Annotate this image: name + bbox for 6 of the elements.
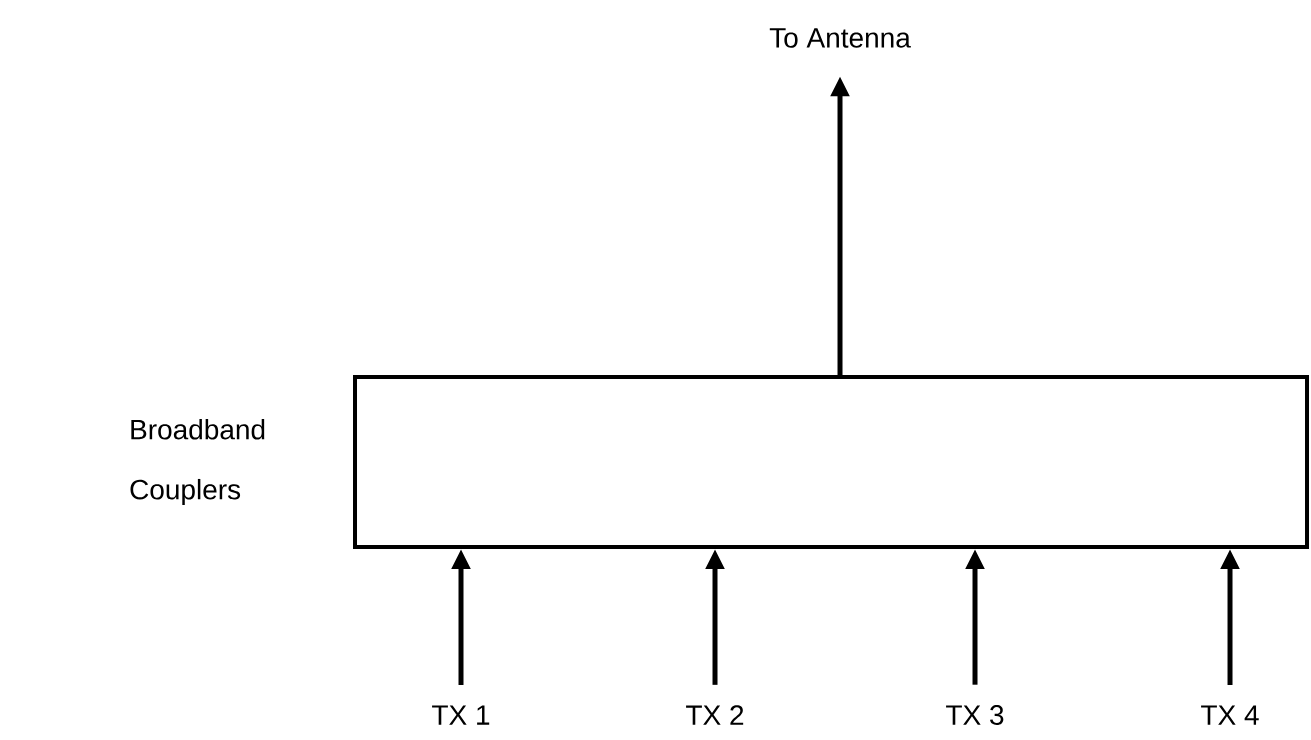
signal-label: TX 3: [946, 705, 1004, 725]
signal-label: TX 1: [432, 705, 490, 725]
signal-label: TX 2: [686, 705, 744, 725]
signal-label: To Antenna: [769, 28, 911, 48]
box-heading: Broadband Couplers: [130, 418, 265, 506]
signal-label: TX 4: [1201, 705, 1259, 725]
